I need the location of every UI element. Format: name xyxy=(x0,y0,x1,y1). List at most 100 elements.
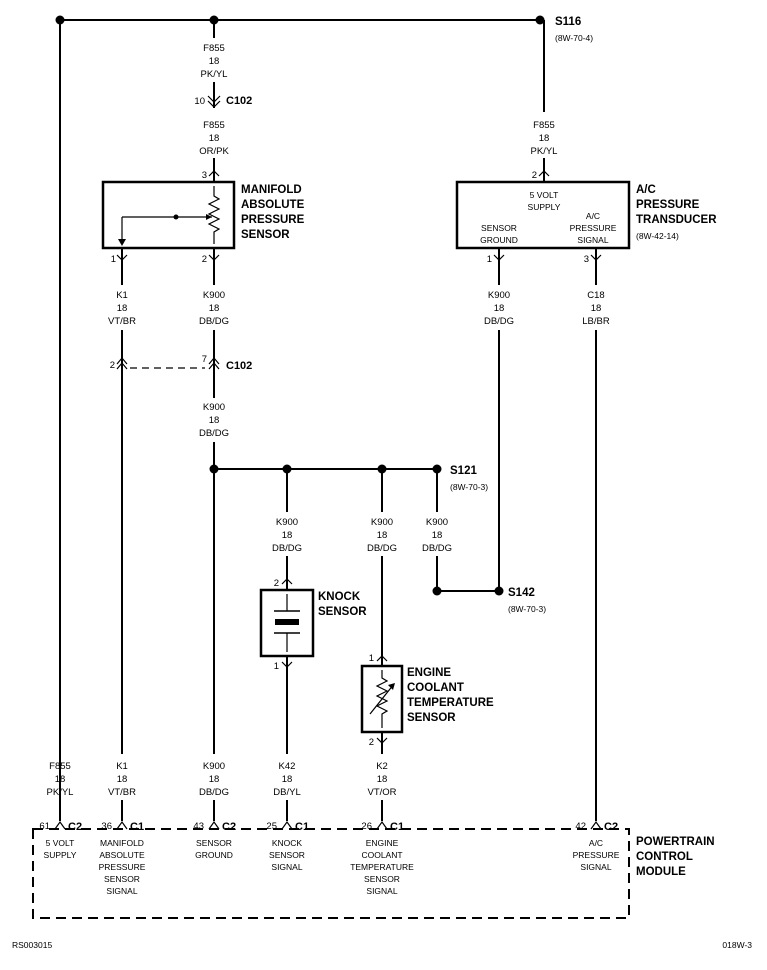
svg-text:(8W-42-14): (8W-42-14) xyxy=(636,231,679,241)
svg-text:F855: F855 xyxy=(533,120,555,131)
svg-text:MANIFOLD: MANIFOLD xyxy=(100,838,144,848)
wire-k900-s142: K900 18 DB/DG S142 (8W-70-3) xyxy=(422,469,546,614)
splice-dot-s116 xyxy=(535,15,545,25)
wire-k1: 1 K1 18 VT/BR 2 xyxy=(108,248,136,754)
ect-sensor: K900 18 DB/DG 1 ENGINE COOLANT TEMPERATU… xyxy=(360,469,494,754)
svg-text:POWERTRAIN: POWERTRAIN xyxy=(636,836,715,848)
svg-text:PK/YL: PK/YL xyxy=(47,787,74,798)
map-sensor: MANIFOLD ABSOLUTE PRESSURE SENSOR xyxy=(101,180,305,250)
svg-text:43: 43 xyxy=(193,821,204,832)
svg-text:COOLANT: COOLANT xyxy=(407,682,464,694)
svg-text:DB/DG: DB/DG xyxy=(199,316,229,327)
svg-text:18: 18 xyxy=(282,774,293,785)
svg-text:18: 18 xyxy=(282,530,293,541)
svg-text:DB/DG: DB/DG xyxy=(199,428,229,439)
svg-text:KNOCK: KNOCK xyxy=(272,838,303,848)
svg-text:DB/YL: DB/YL xyxy=(273,787,300,798)
svg-text:DB/DG: DB/DG xyxy=(422,543,452,554)
svg-text:C2: C2 xyxy=(68,821,82,833)
svg-text:DB/DG: DB/DG xyxy=(272,543,302,554)
ac-supply-wire: F855 18 PK/YL 2 xyxy=(531,20,558,182)
svg-text:SIGNAL: SIGNAL xyxy=(271,862,302,872)
svg-text:SUPPLY: SUPPLY xyxy=(44,850,77,860)
svg-text:SENSOR: SENSOR xyxy=(104,874,140,884)
svg-text:GROUND: GROUND xyxy=(195,850,233,860)
svg-text:TEMPERATURE: TEMPERATURE xyxy=(350,862,414,872)
wire-c18: 3 C18 18 LB/BR xyxy=(582,248,610,821)
svg-text:2: 2 xyxy=(110,360,115,371)
svg-text:A/C: A/C xyxy=(586,211,600,221)
piezo-icon xyxy=(275,619,299,625)
svg-text:K900: K900 xyxy=(426,517,448,528)
svg-text:SENSOR: SENSOR xyxy=(196,838,232,848)
svg-text:5 VOLT: 5 VOLT xyxy=(530,190,559,200)
svg-text:18: 18 xyxy=(539,133,550,144)
svg-text:PRESSURE: PRESSURE xyxy=(241,214,305,226)
svg-text:K900: K900 xyxy=(371,517,393,528)
svg-text:18: 18 xyxy=(494,303,505,314)
svg-text:PK/YL: PK/YL xyxy=(531,146,558,157)
svg-text:C18: C18 xyxy=(587,290,604,301)
svg-text:3: 3 xyxy=(584,254,589,265)
svg-text:GROUND: GROUND xyxy=(480,235,518,245)
svg-text:SUPPLY: SUPPLY xyxy=(528,202,561,212)
pcm-module: POWERTRAIN CONTROL MODULE 61 C2 5 VOLT S… xyxy=(32,820,715,919)
footer-left-code: RS003015 xyxy=(12,940,52,950)
svg-text:C2: C2 xyxy=(604,821,618,833)
svg-text:SENSOR: SENSOR xyxy=(481,223,517,233)
svg-text:18: 18 xyxy=(377,774,388,785)
splice-dot-s142 xyxy=(494,586,504,596)
svg-text:1: 1 xyxy=(487,254,492,265)
svg-text:K1: K1 xyxy=(116,761,128,772)
svg-text:A/C: A/C xyxy=(636,184,656,196)
svg-text:1: 1 xyxy=(111,254,116,265)
svg-text:K1: K1 xyxy=(116,290,128,301)
svg-text:VT/BR: VT/BR xyxy=(108,316,136,327)
svg-text:S142: S142 xyxy=(508,587,535,599)
svg-text:C102: C102 xyxy=(226,360,252,372)
svg-text:26: 26 xyxy=(361,821,372,832)
svg-text:ABSOLUTE: ABSOLUTE xyxy=(241,199,305,211)
svg-text:F855: F855 xyxy=(203,120,225,131)
ac-transducer-box xyxy=(455,180,631,250)
svg-text:KNOCK: KNOCK xyxy=(318,591,361,603)
svg-text:SENSOR: SENSOR xyxy=(269,850,305,860)
svg-text:MODULE: MODULE xyxy=(636,866,686,878)
svg-text:C1: C1 xyxy=(295,821,309,833)
svg-text:K900: K900 xyxy=(203,761,225,772)
svg-text:LB/BR: LB/BR xyxy=(582,316,610,327)
svg-text:18: 18 xyxy=(377,530,388,541)
svg-text:7: 7 xyxy=(202,354,207,365)
wire-k900-map: 2 K900 18 DB/DG 7 C102 K900 18 DB/DG xyxy=(199,248,252,754)
svg-text:SIGNAL: SIGNAL xyxy=(106,886,137,896)
svg-text:18: 18 xyxy=(591,303,602,314)
svg-text:SIGNAL: SIGNAL xyxy=(580,862,611,872)
svg-text:18: 18 xyxy=(209,415,220,426)
svg-text:18: 18 xyxy=(117,303,128,314)
svg-text:61: 61 xyxy=(39,821,50,832)
svg-text:TRANSDUCER: TRANSDUCER xyxy=(636,214,717,226)
svg-text:COOLANT: COOLANT xyxy=(361,850,402,860)
svg-text:SIGNAL: SIGNAL xyxy=(577,235,608,245)
svg-text:SENSOR: SENSOR xyxy=(241,229,290,241)
svg-text:PRESSURE: PRESSURE xyxy=(570,223,617,233)
svg-text:VT/BR: VT/BR xyxy=(108,787,136,798)
svg-text:5 VOLT: 5 VOLT xyxy=(46,838,75,848)
splice-s116-ref: (8W-70-4) xyxy=(555,33,593,43)
svg-text:18: 18 xyxy=(432,530,443,541)
svg-text:SENSOR: SENSOR xyxy=(407,712,456,724)
svg-text:18: 18 xyxy=(55,774,66,785)
splice-s116-label: S116 xyxy=(555,16,581,28)
splice-s121-bus: S121 (8W-70-3) xyxy=(209,464,488,492)
connector-c102-symbol xyxy=(207,95,221,108)
svg-text:18: 18 xyxy=(209,303,220,314)
svg-text:C1: C1 xyxy=(390,821,404,833)
knock-sensor: K900 18 DB/DG 2 KNOCK SENSOR 1 xyxy=(259,469,367,754)
svg-text:A/C: A/C xyxy=(589,838,603,848)
footer-right-code: 018W-3 xyxy=(722,940,752,950)
svg-text:K42: K42 xyxy=(279,761,296,772)
svg-text:1: 1 xyxy=(274,661,279,672)
svg-text:VT/OR: VT/OR xyxy=(367,787,396,798)
svg-text:MANIFOLD: MANIFOLD xyxy=(241,184,302,196)
svg-text:F855: F855 xyxy=(203,43,225,54)
